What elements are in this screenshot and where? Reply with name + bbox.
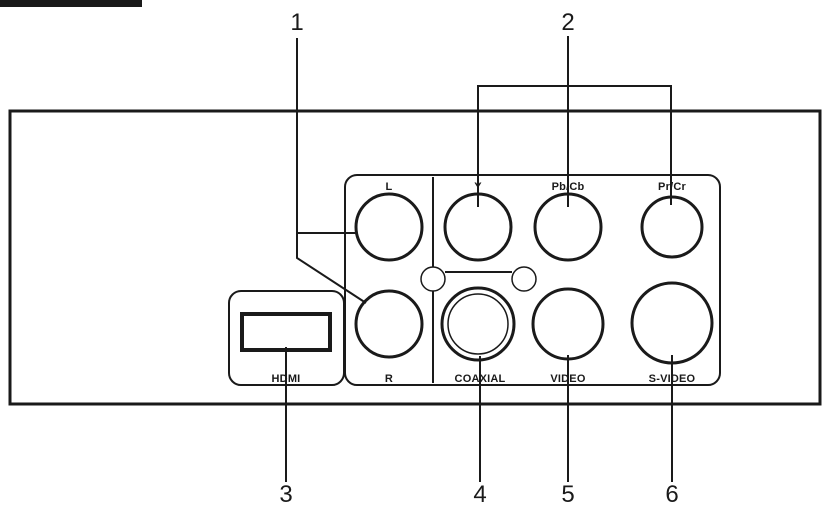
coaxial-jack-inner xyxy=(447,293,509,355)
callout-number-5: 5 xyxy=(561,481,574,506)
callout-number-2: 2 xyxy=(561,9,574,36)
callout-1-to-left xyxy=(296,38,357,234)
callout-lines xyxy=(285,36,673,482)
s-video-jack xyxy=(630,281,714,365)
device-rear-panel xyxy=(8,109,822,406)
header-bar-fragment xyxy=(0,0,142,7)
right-screw xyxy=(511,266,537,292)
audio-right-label: R xyxy=(385,373,393,385)
audio-left-label: L xyxy=(386,181,393,193)
callout-number-1: 1 xyxy=(290,9,303,36)
callout-number-3: 3 xyxy=(279,481,292,506)
left-screw xyxy=(420,266,446,292)
callout-2-bracket xyxy=(477,85,672,207)
hdmi-port xyxy=(240,312,332,352)
callout-1-to-right xyxy=(296,233,367,304)
pr-cr-label: Pr/Cr xyxy=(658,181,686,193)
jack-panel xyxy=(344,174,721,386)
callout-number-4: 4 xyxy=(473,481,486,506)
audio-left-jack xyxy=(354,192,424,262)
pr-cr-jack xyxy=(640,195,704,259)
audio-right-jack xyxy=(354,289,424,359)
video-jack xyxy=(531,287,605,361)
coaxial-jack-outer xyxy=(440,286,516,362)
callout-number-6: 6 xyxy=(665,481,678,506)
